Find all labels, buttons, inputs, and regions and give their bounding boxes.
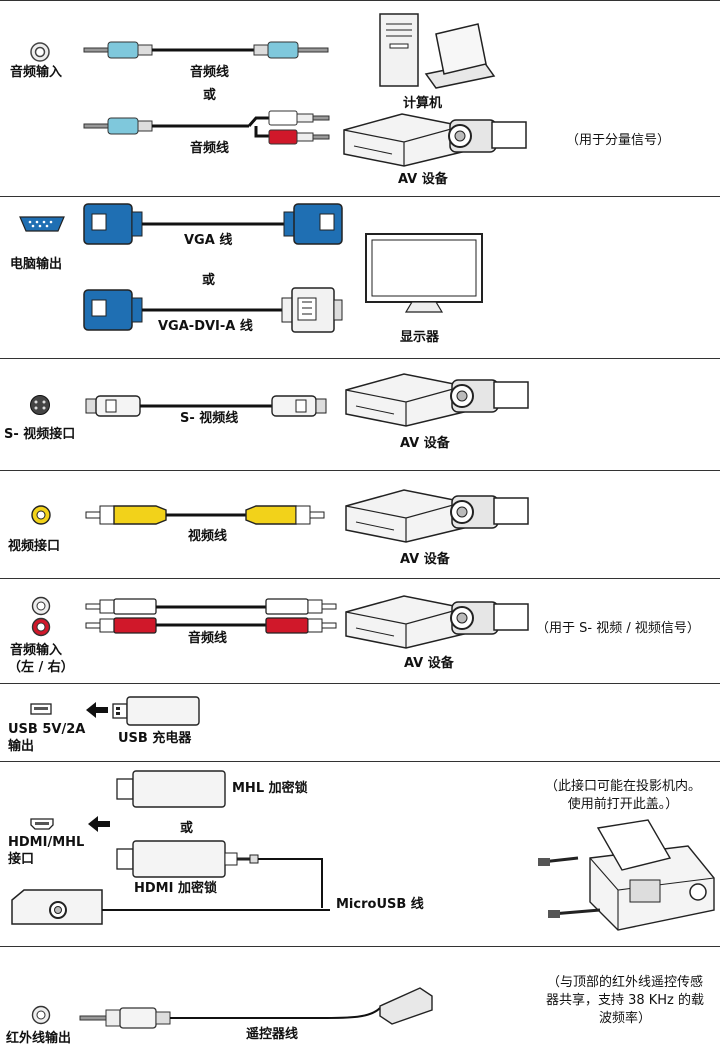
port-label: S- 视频接口 <box>4 427 76 442</box>
av-device-icon <box>343 113 527 167</box>
cable-label: 音频线 <box>190 65 230 80</box>
video-port-icon <box>31 505 51 525</box>
device-label: AV 设备 <box>400 436 450 451</box>
port-label: 音频输入 <box>10 643 63 658</box>
dongle-label: MHL 加密锁 <box>232 781 308 796</box>
arrow-left-icon <box>86 702 108 718</box>
projector-icon <box>11 889 330 925</box>
separator <box>0 683 720 684</box>
s-video-cable <box>85 395 327 417</box>
separator <box>0 761 720 762</box>
cable-label: VGA 线 <box>184 233 233 248</box>
usage-note: （此接口可能在投影机内。 使用前打开此盖。） <box>544 779 701 812</box>
usage-note: （用于分量信号） <box>566 133 671 148</box>
port-label: 视频接口 <box>8 539 61 554</box>
ir-jack-icon <box>31 1005 51 1025</box>
vga-dvi-a-cable <box>83 287 343 333</box>
hdmi-dongle-icon <box>116 840 323 908</box>
port-label: 输出 <box>8 739 35 754</box>
arrow-left-icon <box>88 816 110 832</box>
port-label: 音频输入 <box>10 65 63 80</box>
vga-port-icon <box>19 216 65 232</box>
port-label: 电脑输出 <box>10 257 63 272</box>
av-device-icon <box>345 489 529 543</box>
port-label: 红外线输出 <box>6 1031 72 1046</box>
separator <box>0 470 720 471</box>
cable-label: 遥控器线 <box>246 1027 299 1042</box>
or-label: 或 <box>203 88 217 103</box>
cable-label: VGA-DVI-A 线 <box>158 319 253 334</box>
audio-jack-icon <box>31 596 51 637</box>
usage-note: （与顶部的红外线遥控传感 器共享，支持 38 KHz 的载 波频率） <box>545 975 705 1026</box>
usb-port-icon <box>30 703 52 715</box>
mini-jack-to-rca-cable <box>83 110 330 145</box>
device-label: AV 设备 <box>404 656 454 671</box>
separator <box>0 578 720 579</box>
hdmi-port-icon <box>30 818 54 830</box>
usage-note: （用于 S- 视频 / 视频信号） <box>536 621 700 636</box>
cable-label: S- 视频线 <box>180 411 239 426</box>
device-label: AV 设备 <box>398 172 448 187</box>
device-label: USB 充电器 <box>118 731 192 746</box>
device-label: AV 设备 <box>400 552 450 567</box>
port-label: USB 5V/2A <box>8 722 86 737</box>
computer-icon <box>379 13 496 89</box>
usb-charger-icon <box>112 696 200 726</box>
separator <box>0 0 720 1</box>
cable-label: 音频线 <box>188 631 228 646</box>
composite-video-cable <box>85 505 325 525</box>
cable-label: MicroUSB 线 <box>336 897 424 912</box>
mini-jack-cable <box>83 41 329 59</box>
or-label: 或 <box>180 821 194 836</box>
separator <box>0 358 720 359</box>
or-label: 或 <box>202 273 216 288</box>
monitor-icon <box>365 233 483 313</box>
rca-stereo-cable <box>85 598 337 634</box>
audio-jack-icon <box>30 42 50 62</box>
port-label: HDMI/MHL <box>8 835 85 850</box>
separator <box>0 946 720 947</box>
av-device-icon <box>345 373 529 427</box>
separator <box>0 196 720 197</box>
dongle-label: HDMI 加密锁 <box>134 881 217 896</box>
port-label: 接口 <box>8 852 35 867</box>
av-device-icon <box>345 595 529 649</box>
device-label: 计算机 <box>403 96 443 111</box>
device-label: 显示器 <box>400 330 440 345</box>
port-label: （左 / 右） <box>8 660 74 675</box>
mhl-dongle-icon <box>116 770 226 808</box>
s-video-port-icon <box>30 395 50 415</box>
ir-remote-cable <box>79 987 433 1029</box>
cable-label: 音频线 <box>190 141 230 156</box>
vga-cable <box>83 203 343 245</box>
cable-label: 视频线 <box>188 529 228 544</box>
projector-cover-illustration <box>538 819 715 931</box>
